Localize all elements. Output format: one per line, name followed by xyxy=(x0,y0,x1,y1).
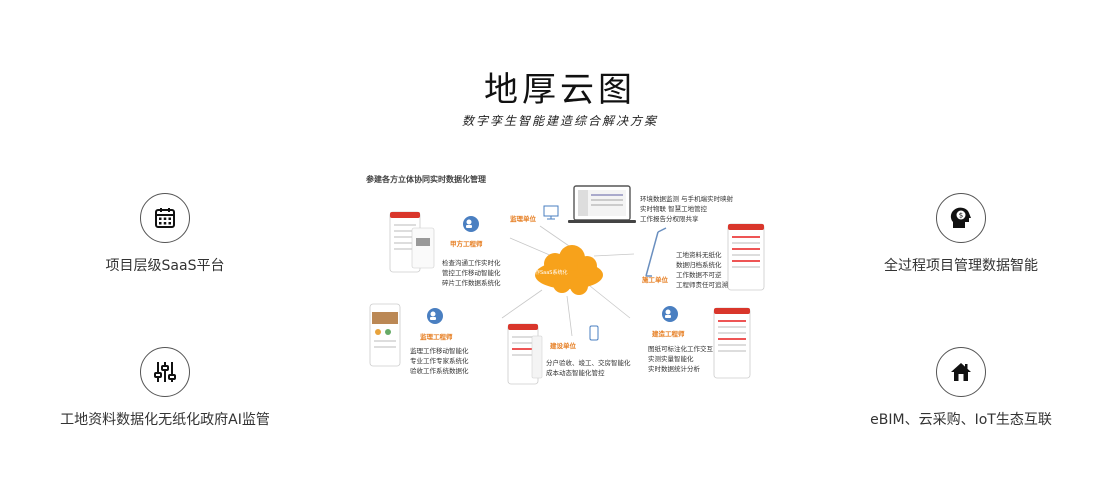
role-supervision-engineer: 监理工程师 xyxy=(420,333,453,341)
crane-icon xyxy=(645,227,667,277)
home-icon xyxy=(936,347,986,397)
feature-data-intelligence: $ 全过程项目管理数据智能 xyxy=(821,193,1101,275)
phone-screenshot-icon xyxy=(713,307,751,379)
role-construction-unit: 施工单位 xyxy=(642,276,668,284)
feature-label: 全过程项目管理数据智能 xyxy=(884,258,1038,274)
node-text: 检查沟通工作实时化 管控工作移动智能化 碎片工作数据系统化 xyxy=(442,259,501,287)
node-text: 工地资料无纸化 数据归档系统化 工作数据不可逆 工程师责任可追溯 xyxy=(676,251,728,289)
feature-label: 项目层级SaaS平台 xyxy=(105,258,225,274)
phone-screenshot-icon xyxy=(389,211,435,273)
page-title: 地厚云图 xyxy=(484,70,636,110)
role-builder-engineer: 建造工程师 xyxy=(652,330,685,338)
head-money-icon: $ xyxy=(936,193,986,243)
role-owner-engineer: 甲方工程师 xyxy=(450,240,483,248)
diagram-title: 参建各方立体协同实时数据化管理 xyxy=(366,175,486,184)
calendar-icon xyxy=(140,193,190,243)
node-text: 环境数据监测 与手机端实时映射 实时物联 智慧工地管控 工作报告分权限共享 xyxy=(640,195,734,223)
page-subtitle: 数字孪生智能建造综合解决方案 xyxy=(461,114,658,128)
node-text: 图纸可标注化工作交互 实测实量智能化 实时数据统计分析 xyxy=(648,345,713,373)
feature-paperless-ai: 工地资料数据化无纸化政府AI监管 xyxy=(25,347,305,429)
feature-saas-platform: 项目层级SaaS平台 xyxy=(25,193,305,275)
collaboration-diagram: 参建各方立体协同实时数据化管理 xyxy=(362,168,782,398)
phone-screenshot-icon xyxy=(369,303,401,367)
feature-label: 工地资料数据化无纸化政府AI监管 xyxy=(60,412,270,428)
feature-ebim-iot: eBIM、云采购、IoT生态互联 xyxy=(821,347,1101,429)
diagram-graphics xyxy=(369,185,765,385)
sliders-icon xyxy=(140,347,190,397)
cloud-icon xyxy=(535,245,603,295)
cloud-label: 工作SaaS系统化 xyxy=(530,270,568,276)
svg-text:$: $ xyxy=(959,212,963,220)
feature-label: eBIM、云采购、IoT生态互联 xyxy=(870,412,1052,428)
role-developer-unit: 建设单位 xyxy=(550,342,576,350)
monitor-icon xyxy=(543,205,559,220)
phone-screenshot-icon xyxy=(727,223,765,291)
node-text: 分户验收、竣工、交房智能化 成本动态智能化管控 xyxy=(546,359,631,377)
mobile-icon xyxy=(589,325,599,341)
laptop-icon xyxy=(568,185,636,223)
phone-screenshot-icon xyxy=(507,323,543,385)
node-text: 监理工作移动智能化 专业工作专家系统化 验收工作系统数据化 xyxy=(410,347,469,375)
role-supervision-unit: 监理单位 xyxy=(510,215,536,223)
